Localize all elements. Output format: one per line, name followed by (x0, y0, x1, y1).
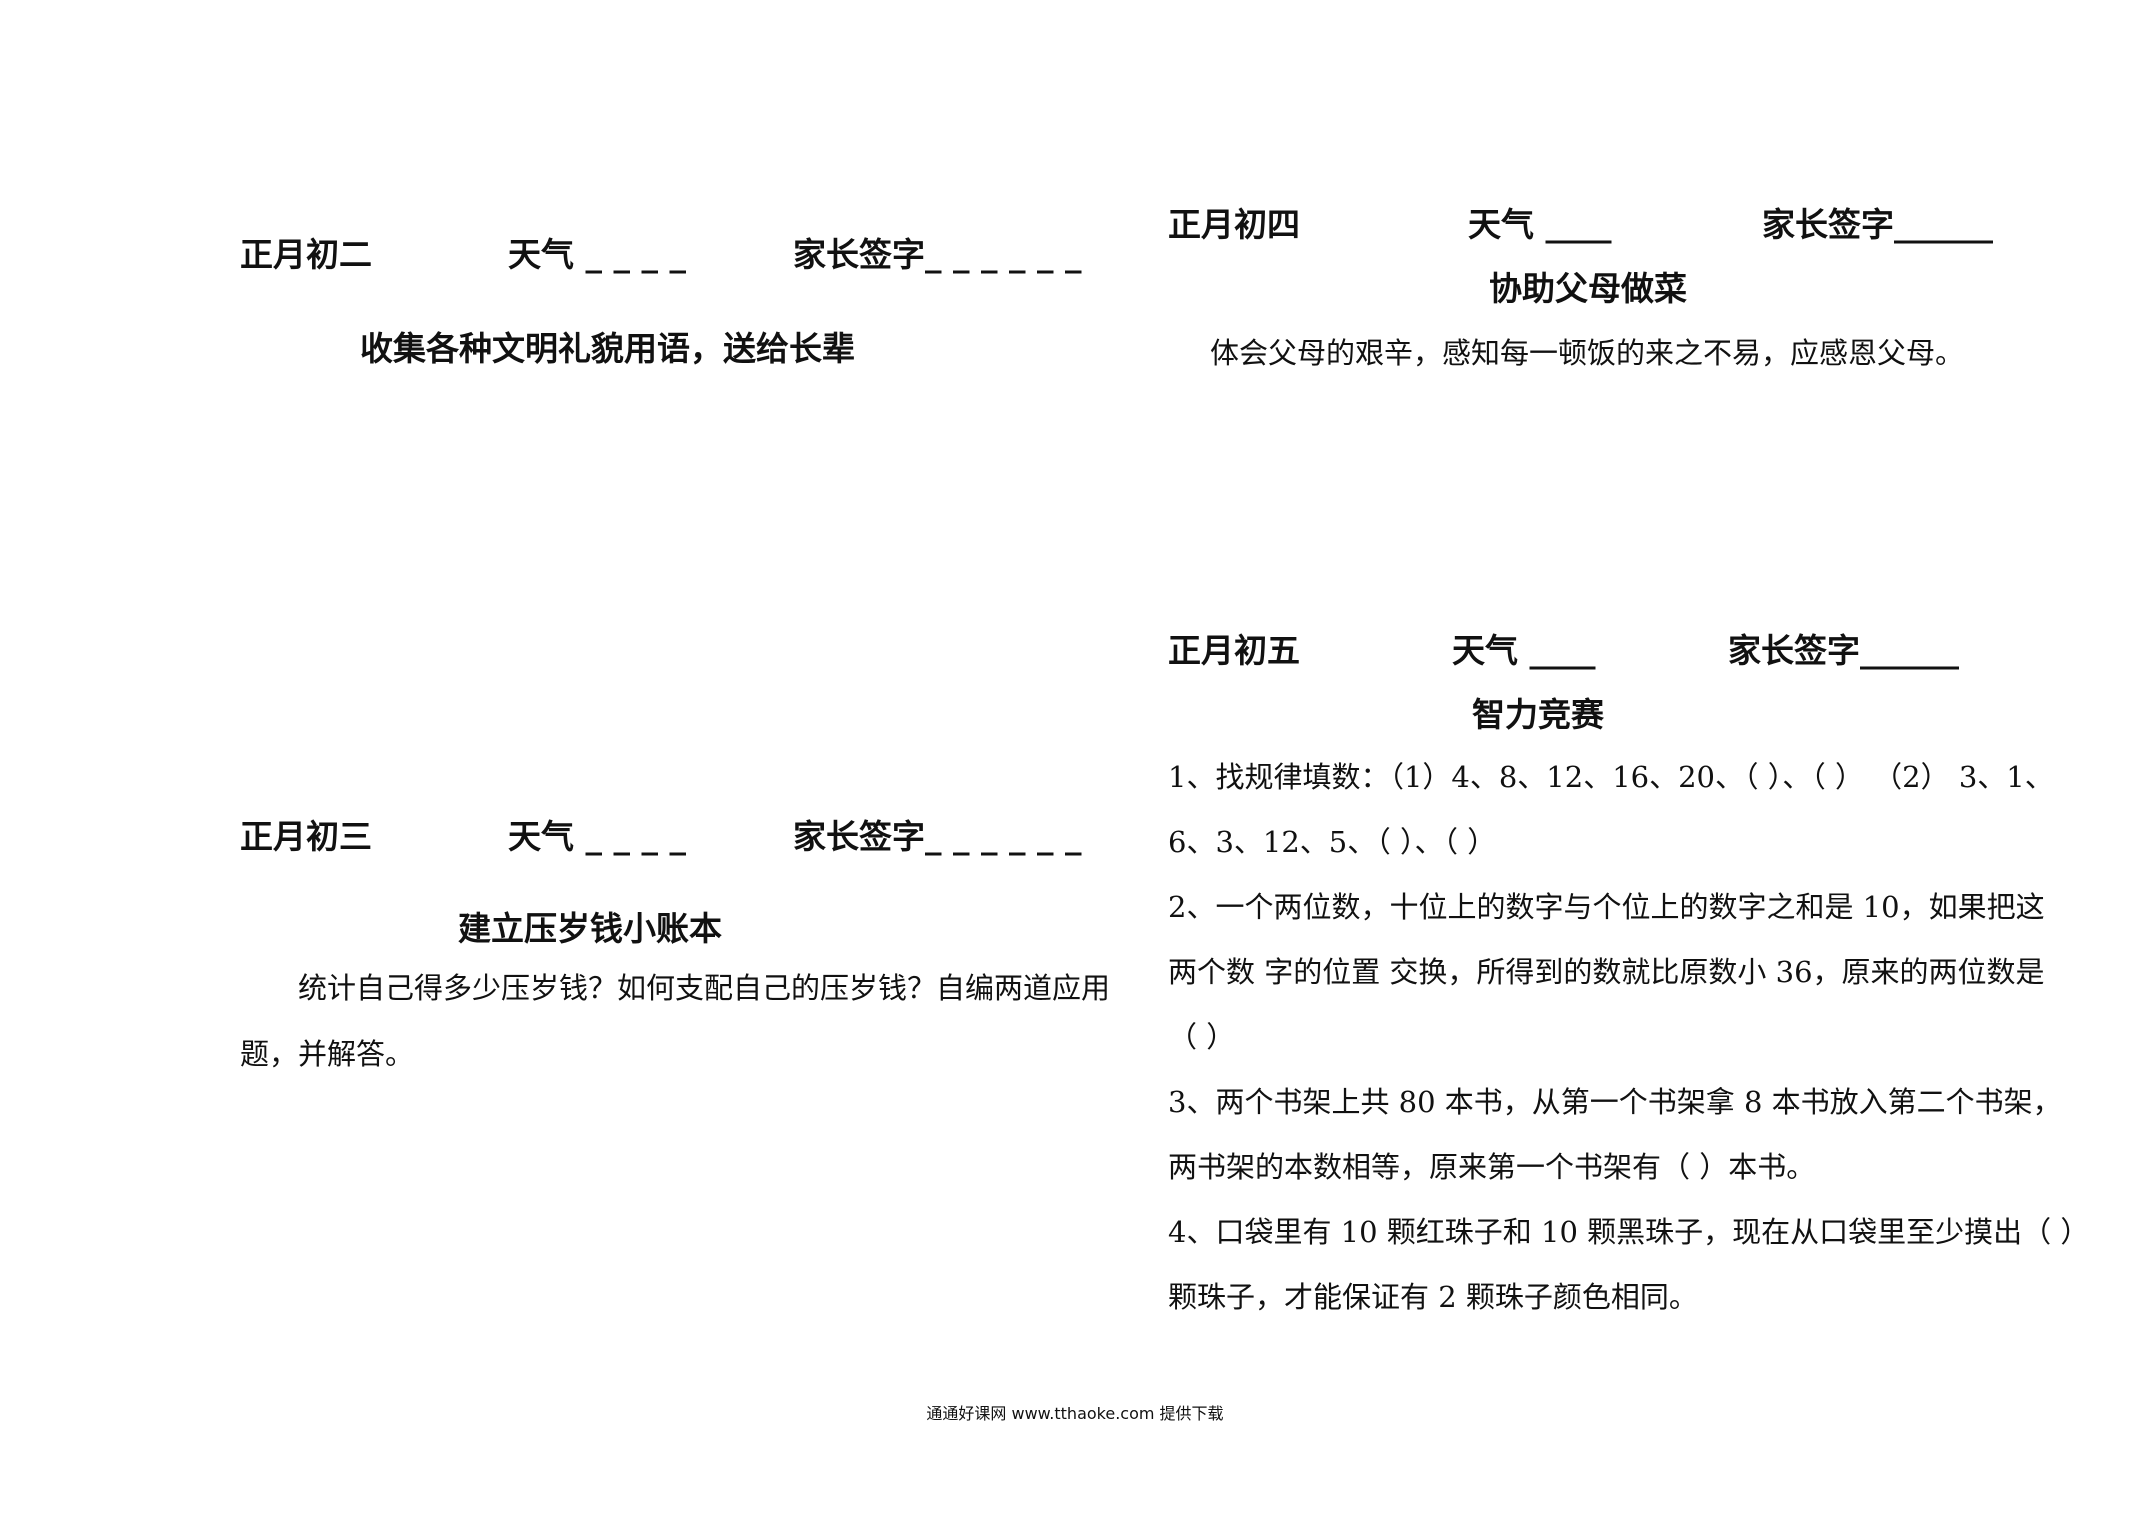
day2-weather: 天气 _ _ _ _ (508, 235, 686, 274)
day2-title: 收集各种文明礼貌用语，送给长辈 (360, 329, 855, 368)
question-line: 2、一个两位数，十位上的数字与个位上的数字之和是 10，如果把这 (1168, 890, 2045, 924)
day3-title: 建立压岁钱小账本 (458, 909, 722, 948)
question-line: 6、3、12、5、（ ）、（ ） (1168, 825, 1497, 859)
day3-weather: 天气 _ _ _ _ (508, 817, 686, 856)
question-line: 4、口袋里有 10 颗红珠子和 10 颗黑珠子，现在从口袋里至少摸出（ ） (1168, 1215, 2090, 1249)
day2-parent-signature: 家长签字_ _ _ _ _ _ (793, 235, 1082, 274)
day5-weather: 天气 ____ (1452, 631, 1596, 670)
day5-date: 正月初五 (1168, 631, 1300, 670)
question-line: 3、两个书架上共 80 本书，从第一个书架拿 8 本书放入第二个书架， (1168, 1085, 2062, 1119)
day3-body: 统计自己得多少压岁钱？如何支配自己的压岁钱？自编两道应用 题，并解答。 (240, 955, 1120, 1087)
day3-date: 正月初三 (240, 817, 372, 856)
day3-body-line-1: 统计自己得多少压岁钱？如何支配自己的压岁钱？自编两道应用 (298, 971, 1111, 1005)
question-line: 颗珠子，才能保证有 2 颗珠子颜色相同。 (1168, 1280, 1698, 1314)
question-line: 1、找规律填数：（1）4、8、12、16、20、（ ）、（ ） （2） 3、1、 (1168, 760, 2054, 794)
day2-date: 正月初二 (240, 235, 372, 274)
day3-parent-signature: 家长签字_ _ _ _ _ _ (793, 817, 1082, 856)
day5-title: 智力竞赛 (1472, 695, 1604, 734)
question-line: 两书架的本数相等，原来第一个书架有（ ）本书。 (1168, 1150, 1816, 1184)
day4-title: 协助父母做菜 (1489, 269, 1687, 308)
day5-parent-signature: 家长签字______ (1728, 631, 1959, 670)
day4-weather: 天气 ____ (1468, 205, 1612, 244)
day3-body-line-2: 题，并解答。 (240, 1037, 415, 1071)
day4-parent-signature: 家长签字______ (1762, 205, 1993, 244)
footer-credit: 通通好课网 www.tthaoke.com 提供下载 (926, 1404, 1224, 1423)
question-line: （ ） (1168, 1020, 1236, 1054)
question-line: 两个数 字的位置 交换，所得到的数就比原数小 36，原来的两位数是 (1168, 955, 2045, 989)
day4-date: 正月初四 (1168, 205, 1300, 244)
day4-body: 体会父母的艰辛，感知每一顿饭的来之不易，应感恩父母。 (1210, 336, 1965, 370)
